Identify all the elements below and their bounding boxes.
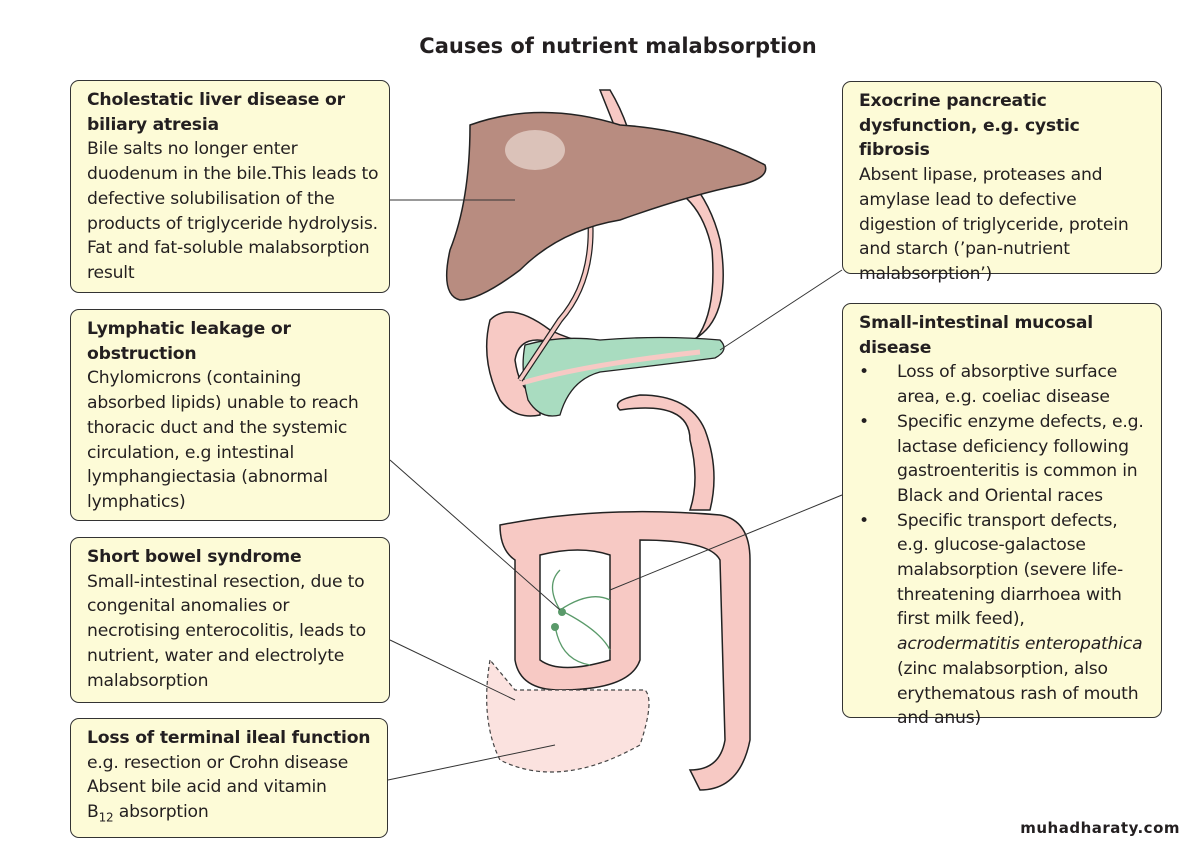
box-body: Chylomicrons (containing absorbed lipids… <box>87 368 359 512</box>
list-italic: acrodermatitis enteropathica <box>897 634 1143 655</box>
vitamin-b: B <box>87 802 99 823</box>
mucosal-box: Small-intestinal mucosal disease Loss of… <box>842 303 1162 728</box>
box-heading: Cholestatic liver disease or biliary atr… <box>87 90 345 135</box>
short-bowel-box: Short bowel syndrome Small-intestinal re… <box>70 537 390 703</box>
lymphatics <box>551 569 611 666</box>
box-line: Absent bile acid and vitamin <box>87 777 327 798</box>
list-text: Specific transport defects, e.g. glucose… <box>897 510 1124 630</box>
box-heading: Exocrine pancreatic dysfunction, e.g. cy… <box>859 91 1080 161</box>
pointer-lines <box>387 199 843 781</box>
watermark: muhadharaty.com <box>1020 819 1180 837</box>
pancreatic-box: Exocrine pancreatic dysfunction, e.g. cy… <box>842 81 1162 284</box>
resected-ileum <box>486 658 650 773</box>
box-line: B12 absorption <box>87 800 377 830</box>
vitamin-subscript: 12 <box>98 810 114 825</box>
box-heading: Short bowel syndrome <box>87 547 302 567</box>
small-intestine <box>616 394 715 511</box>
list-item: Specific transport defects, e.g. glucose… <box>859 509 1151 731</box>
box-line: e.g. resection or Crohn disease <box>87 752 349 773</box>
ileal-box: Loss of terminal ileal function e.g. res… <box>70 718 388 838</box>
box-heading: Loss of terminal ileal function <box>87 728 371 748</box>
lymphatic-box: Lymphatic leakage or obstruction Chylomi… <box>70 309 390 521</box>
list-item: Loss of absorptive surface area, e.g. co… <box>859 360 1151 409</box>
diagram-title: Causes of nutrient malabsorption <box>419 34 817 58</box>
box-body: Bile salts no longer enter duodenum in t… <box>87 139 379 283</box>
box-text: absorption <box>113 802 209 823</box>
box-heading: Lymphatic leakage or obstruction <box>87 319 291 364</box>
list-item: Specific enzyme defects, e.g. lactase de… <box>859 410 1151 509</box>
cholestatic-box: Cholestatic liver disease or biliary atr… <box>70 80 390 293</box>
box-body: Absent lipase, proteases and amylase lea… <box>859 165 1129 284</box>
mucosal-list: Loss of absorptive surface area, e.g. co… <box>859 360 1151 731</box>
list-text: (zinc malabsorption, also erythematous r… <box>897 658 1139 729</box>
box-heading: Small-intestinal mucosal disease <box>859 313 1093 358</box>
box-body: Small-intestinal resection, due to conge… <box>87 571 366 691</box>
colon <box>499 510 751 791</box>
